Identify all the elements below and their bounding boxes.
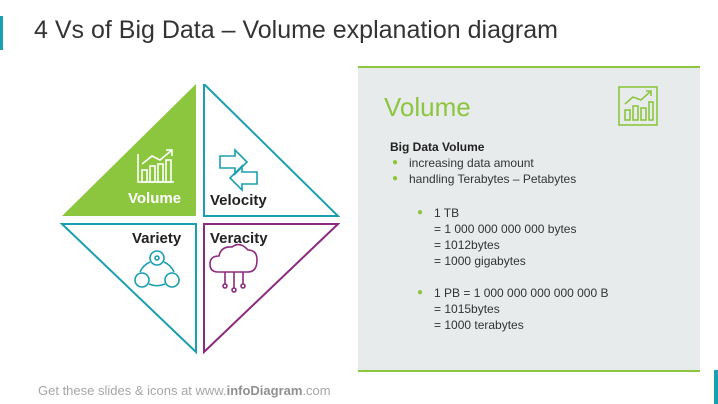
pb-line: = 1015bytes [434, 302, 500, 316]
four-vs-diagram: Volume Velocity Variety Veracity [60, 84, 340, 356]
bullet-item: ● increasing data amount [392, 156, 534, 170]
pb-line: = 1000 terabytes [434, 318, 524, 332]
volume-label: Volume [128, 190, 182, 207]
panel-subheading: Big Data Volume [390, 140, 485, 154]
veracity-quadrant[interactable] [203, 223, 340, 355]
velocity-quadrant[interactable] [203, 84, 340, 217]
panel-title: Volume [384, 92, 471, 122]
bullet-item: ● handling Terabytes – Petabytes [392, 172, 577, 186]
velocity-label: Velocity [210, 192, 267, 209]
volume-quadrant[interactable] [62, 84, 196, 216]
variety-quadrant[interactable] [60, 223, 197, 355]
tb-line: = 1012bytes [434, 238, 500, 252]
pb-bullet: ● 1 PB = 1 000 000 000 000 000 B [417, 286, 609, 300]
cloud-network-icon [209, 243, 258, 293]
bullet-dot: ● [417, 287, 424, 298]
variety-label: Variety [132, 230, 182, 247]
brand-name: infoDiagram [226, 383, 303, 398]
veracity-label: Veracity [210, 230, 268, 247]
network-cycle-icon [134, 250, 180, 288]
bar-chart-icon [618, 86, 658, 131]
arrows-exchange-icon [219, 148, 258, 192]
tb-line: = 1000 gigabytes [434, 254, 526, 268]
slide-title: 4 Vs of Big Data – Volume explanation di… [34, 16, 558, 44]
bullet-dot: ● [392, 157, 399, 168]
footer-credit: Get these slides & icons at www.infoDiag… [38, 383, 331, 398]
right-accent-bar [714, 370, 718, 404]
bar-chart-icon [137, 149, 174, 183]
tb-bullet: ● 1 TB [417, 206, 460, 220]
bullet-dot: ● [417, 207, 424, 218]
bullet-dot: ● [392, 173, 399, 184]
tb-line: = 1 000 000 000 000 bytes [434, 222, 577, 236]
left-accent-bar [0, 16, 3, 50]
volume-explanation-panel: Volume Big Data Volume ● increasing data… [358, 66, 700, 372]
